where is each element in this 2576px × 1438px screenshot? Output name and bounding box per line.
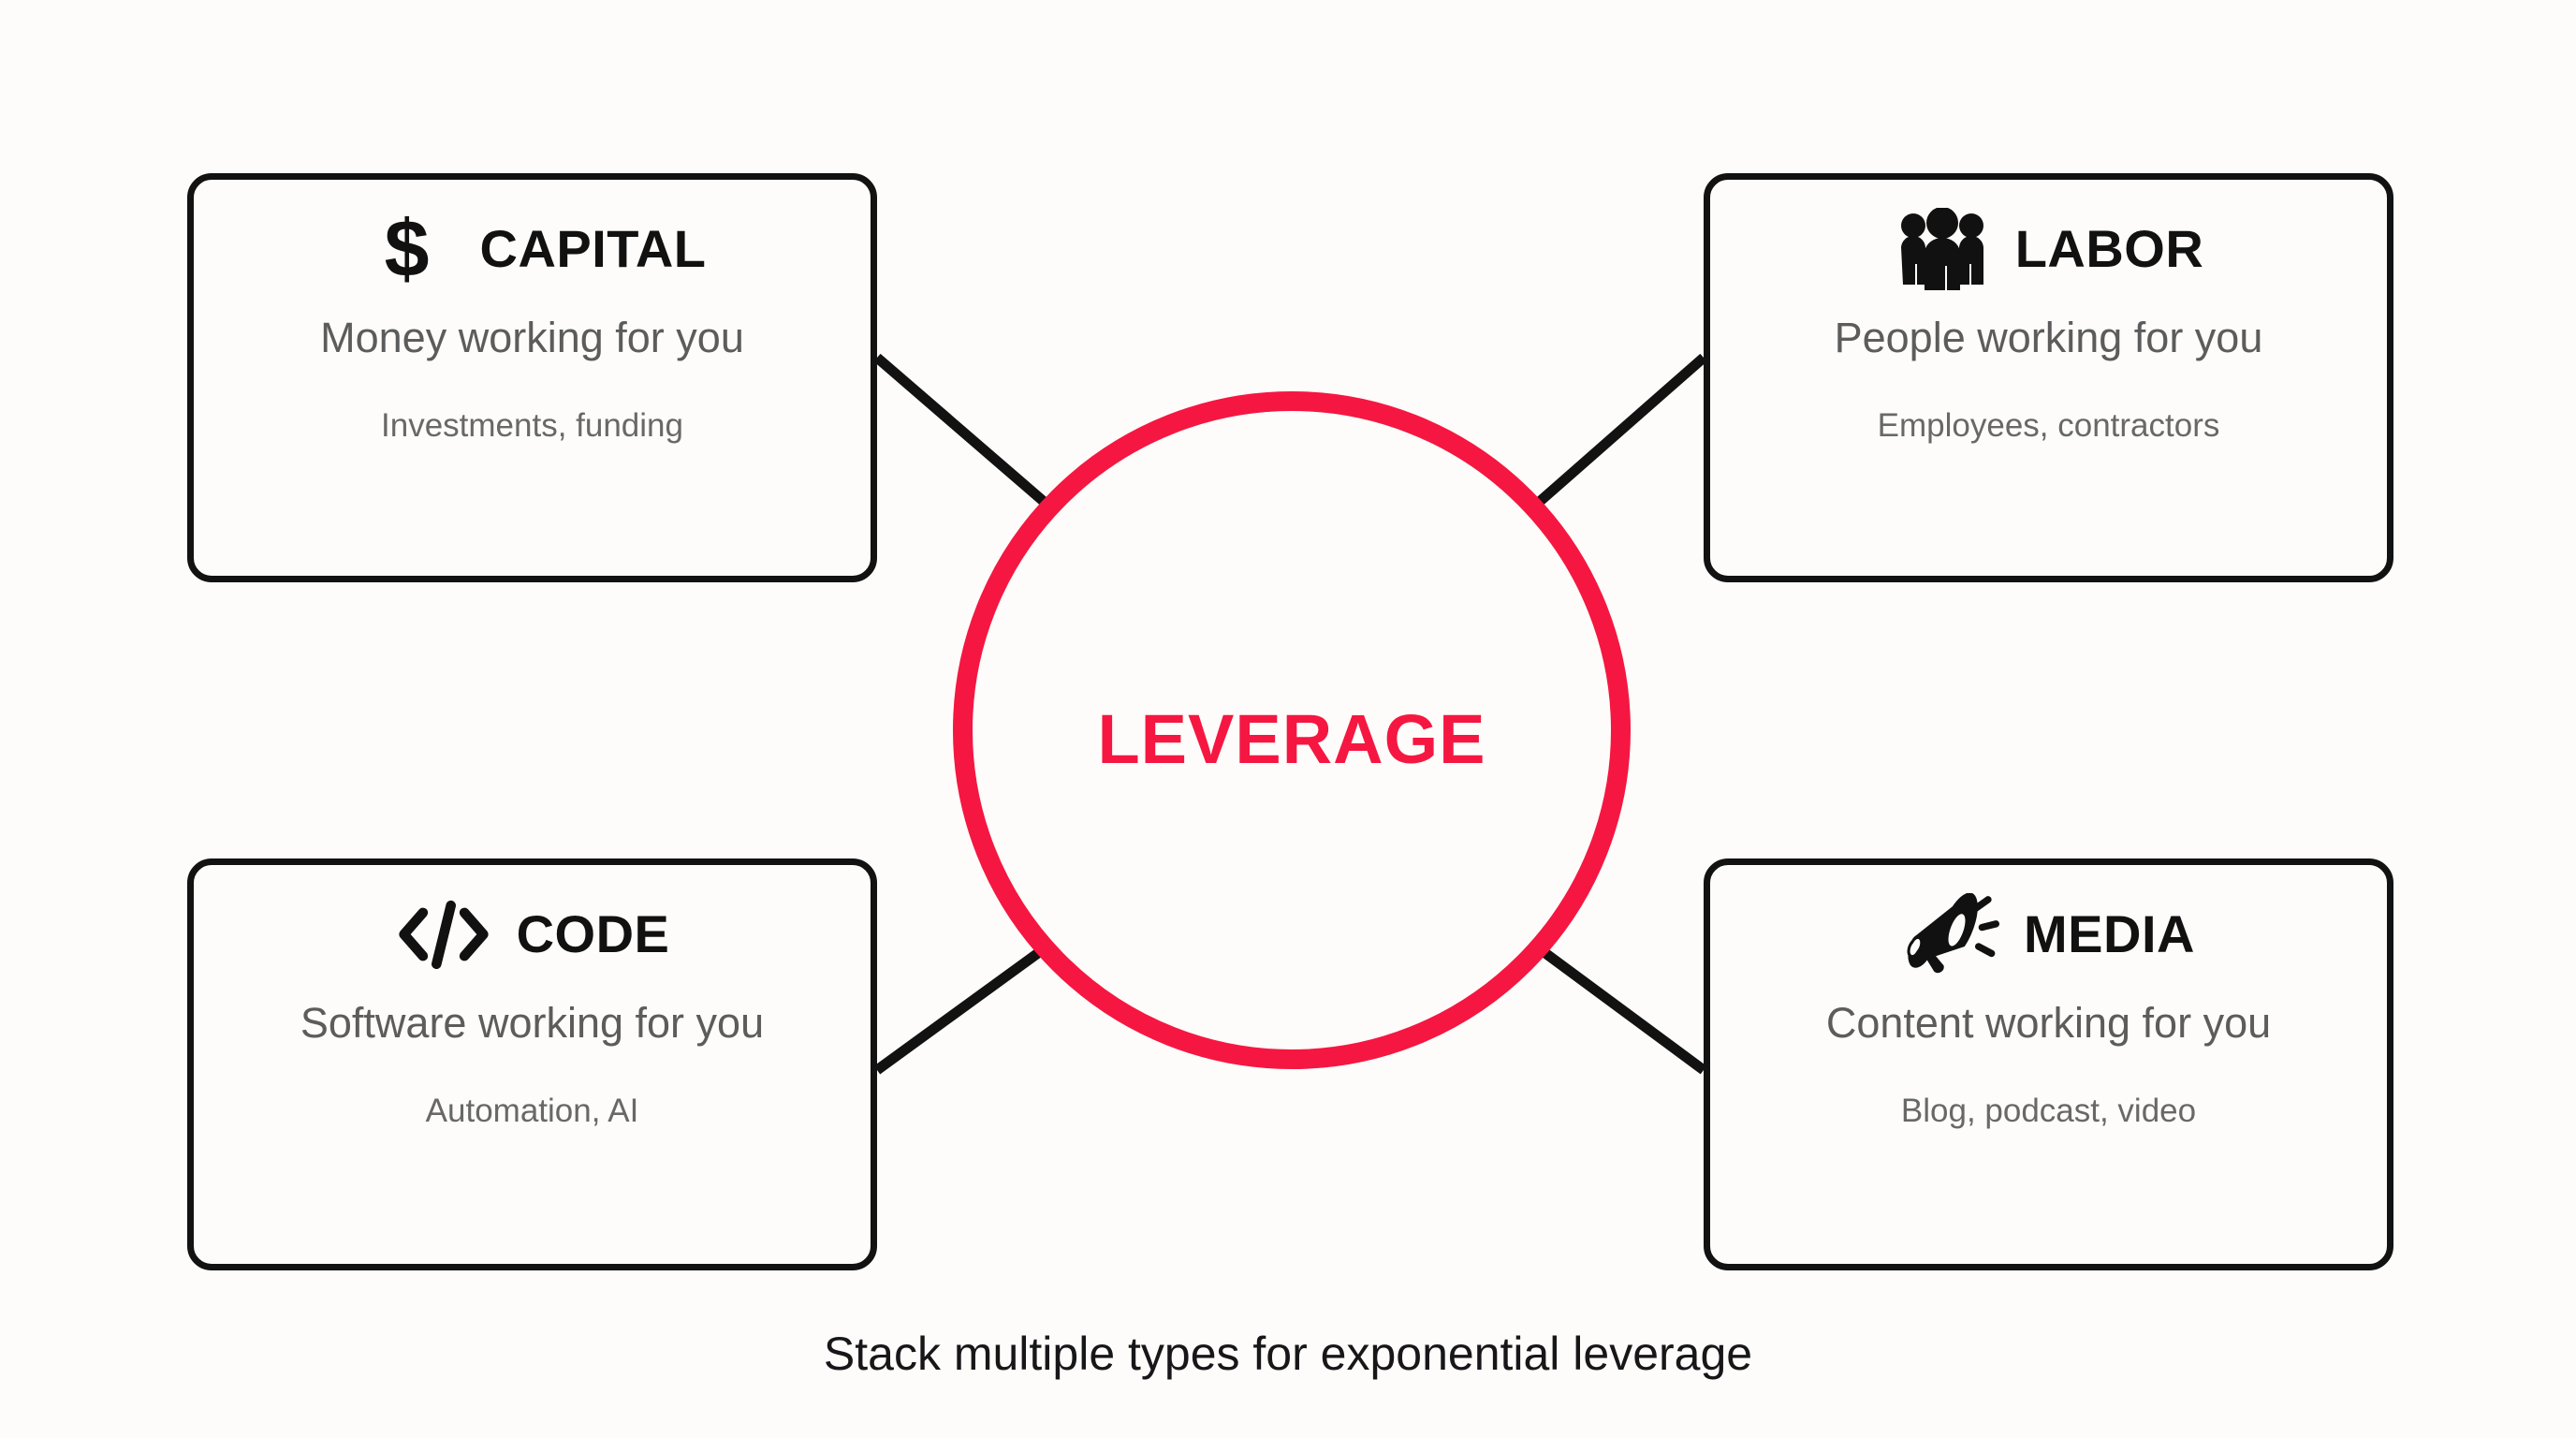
- card-detail-labor: Employees, contractors: [1877, 406, 2220, 444]
- center-node-leverage[interactable]: LEVERAGE: [953, 391, 1631, 1069]
- card-header-labor: LABOR: [1710, 204, 2387, 294]
- connector-media-to-center: [1531, 941, 1707, 1075]
- center-node-label: LEVERAGE: [1097, 699, 1486, 778]
- card-title-capital: CAPITAL: [479, 219, 707, 278]
- diagram-caption: Stack multiple types for exponential lev…: [823, 1328, 1753, 1380]
- card-detail-capital: Investments, funding: [381, 406, 683, 444]
- people-group-icon: [1894, 204, 1991, 294]
- code-brackets-icon: [395, 889, 492, 979]
- node-card-code[interactable]: CODE Software working for you Automation…: [187, 858, 877, 1270]
- card-header-media: MEDIA: [1710, 889, 2387, 979]
- node-card-media[interactable]: MEDIA Content working for you Blog, podc…: [1704, 858, 2393, 1270]
- card-subtitle-code: Software working for you: [300, 999, 765, 1047]
- card-subtitle-capital: Money working for you: [320, 314, 744, 361]
- connector-labor-to-center: [1531, 353, 1707, 510]
- dollar-sign-icon: $: [359, 204, 456, 294]
- card-title-labor: LABOR: [2014, 219, 2204, 278]
- card-title-media: MEDIA: [2024, 904, 2195, 963]
- card-subtitle-labor: People working for you: [1834, 314, 2263, 361]
- card-detail-media: Blog, podcast, video: [1900, 1092, 2197, 1129]
- node-card-capital[interactable]: $ CAPITAL Money working for you Investme…: [187, 173, 877, 582]
- card-subtitle-media: Content working for you: [1825, 999, 2272, 1047]
- card-detail-code: Automation, AI: [425, 1092, 639, 1129]
- card-header-code: CODE: [194, 889, 871, 979]
- megaphone-icon: [1902, 889, 2000, 979]
- card-header-capital: $ CAPITAL: [194, 204, 871, 294]
- dollar-sign-glyph: $: [384, 204, 430, 294]
- connector-code-to-center: [873, 941, 1052, 1075]
- connector-capital-to-center: [873, 353, 1052, 510]
- card-title-code: CODE: [516, 904, 670, 963]
- node-card-labor[interactable]: LABOR People working for you Employees, …: [1704, 173, 2393, 582]
